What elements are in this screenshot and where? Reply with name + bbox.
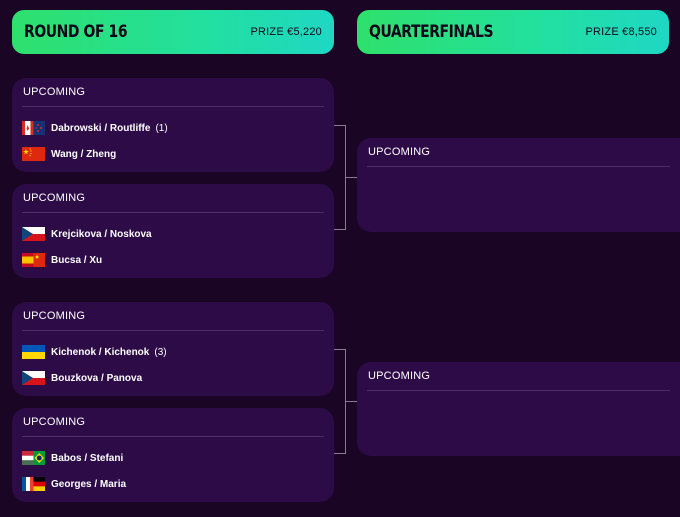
team-row: Krejcikova / Noskova <box>22 221 324 247</box>
team-row: Dabrowski / Routliffe (1) <box>22 115 324 141</box>
round-prize: PRIZE €8,550 <box>585 26 657 38</box>
china-flag-icon <box>22 147 45 161</box>
team-name: Bucsa / Xu <box>51 254 103 266</box>
team-name: Babos / Stefani <box>51 452 124 464</box>
hungary-brazil-flag-icon <box>22 451 45 465</box>
match-status: UPCOMING <box>367 138 670 167</box>
team-name: Bouzkova / Panova <box>51 372 143 384</box>
team-seed: (3) <box>154 346 167 358</box>
ukraine-flag-icon <box>22 345 45 359</box>
match-status: UPCOMING <box>367 362 670 391</box>
qf-match-card[interactable]: UPCOMING <box>357 362 680 456</box>
match-status: UPCOMING <box>22 78 324 107</box>
round-of-16-header: ROUND OF 16 PRIZE €5,220 <box>12 10 334 54</box>
match-status: UPCOMING <box>22 302 324 331</box>
match-status: UPCOMING <box>22 184 324 213</box>
team-name: Krejcikova / Noskova <box>51 228 152 240</box>
team-row: Georges / Maria <box>22 471 324 497</box>
round-title: QUARTERFINALS <box>369 22 494 42</box>
team-name: Wang / Zheng <box>51 148 117 160</box>
match-card[interactable]: UPCOMING Kichenok / Kichenok (3) Bouzkov… <box>12 302 334 396</box>
round-title: ROUND OF 16 <box>24 22 128 42</box>
match-card[interactable]: UPCOMING Dabrowski / Routliffe (1) <box>12 78 334 172</box>
qf-match-card[interactable]: UPCOMING <box>357 138 680 232</box>
czechia-flag-icon <box>22 227 45 241</box>
match-card[interactable]: UPCOMING Krejcikova / Noskova Bucsa / Xu <box>12 184 334 278</box>
team-name: Kichenok / Kichenok <box>51 346 150 358</box>
team-row: Kichenok / Kichenok (3) <box>22 339 324 365</box>
quarterfinals-header: QUARTERFINALS PRIZE €8,550 <box>357 10 669 54</box>
team-row: Wang / Zheng <box>22 141 324 167</box>
team-row: Bouzkova / Panova <box>22 365 324 391</box>
match-status: UPCOMING <box>22 408 324 437</box>
czechia-flag-icon <box>22 371 45 385</box>
team-row: Babos / Stefani <box>22 445 324 471</box>
team-row: Bucsa / Xu <box>22 247 324 273</box>
team-name: Georges / Maria <box>51 478 127 490</box>
france-germany-flag-icon <box>22 477 45 491</box>
spain-china-flag-icon <box>22 253 45 267</box>
canada-newzealand-flag-icon <box>22 121 45 135</box>
round-prize: PRIZE €5,220 <box>250 26 322 38</box>
match-card[interactable]: UPCOMING Babos / Stefani <box>12 408 334 502</box>
team-seed: (1) <box>155 122 168 134</box>
team-name: Dabrowski / Routliffe <box>51 122 151 134</box>
